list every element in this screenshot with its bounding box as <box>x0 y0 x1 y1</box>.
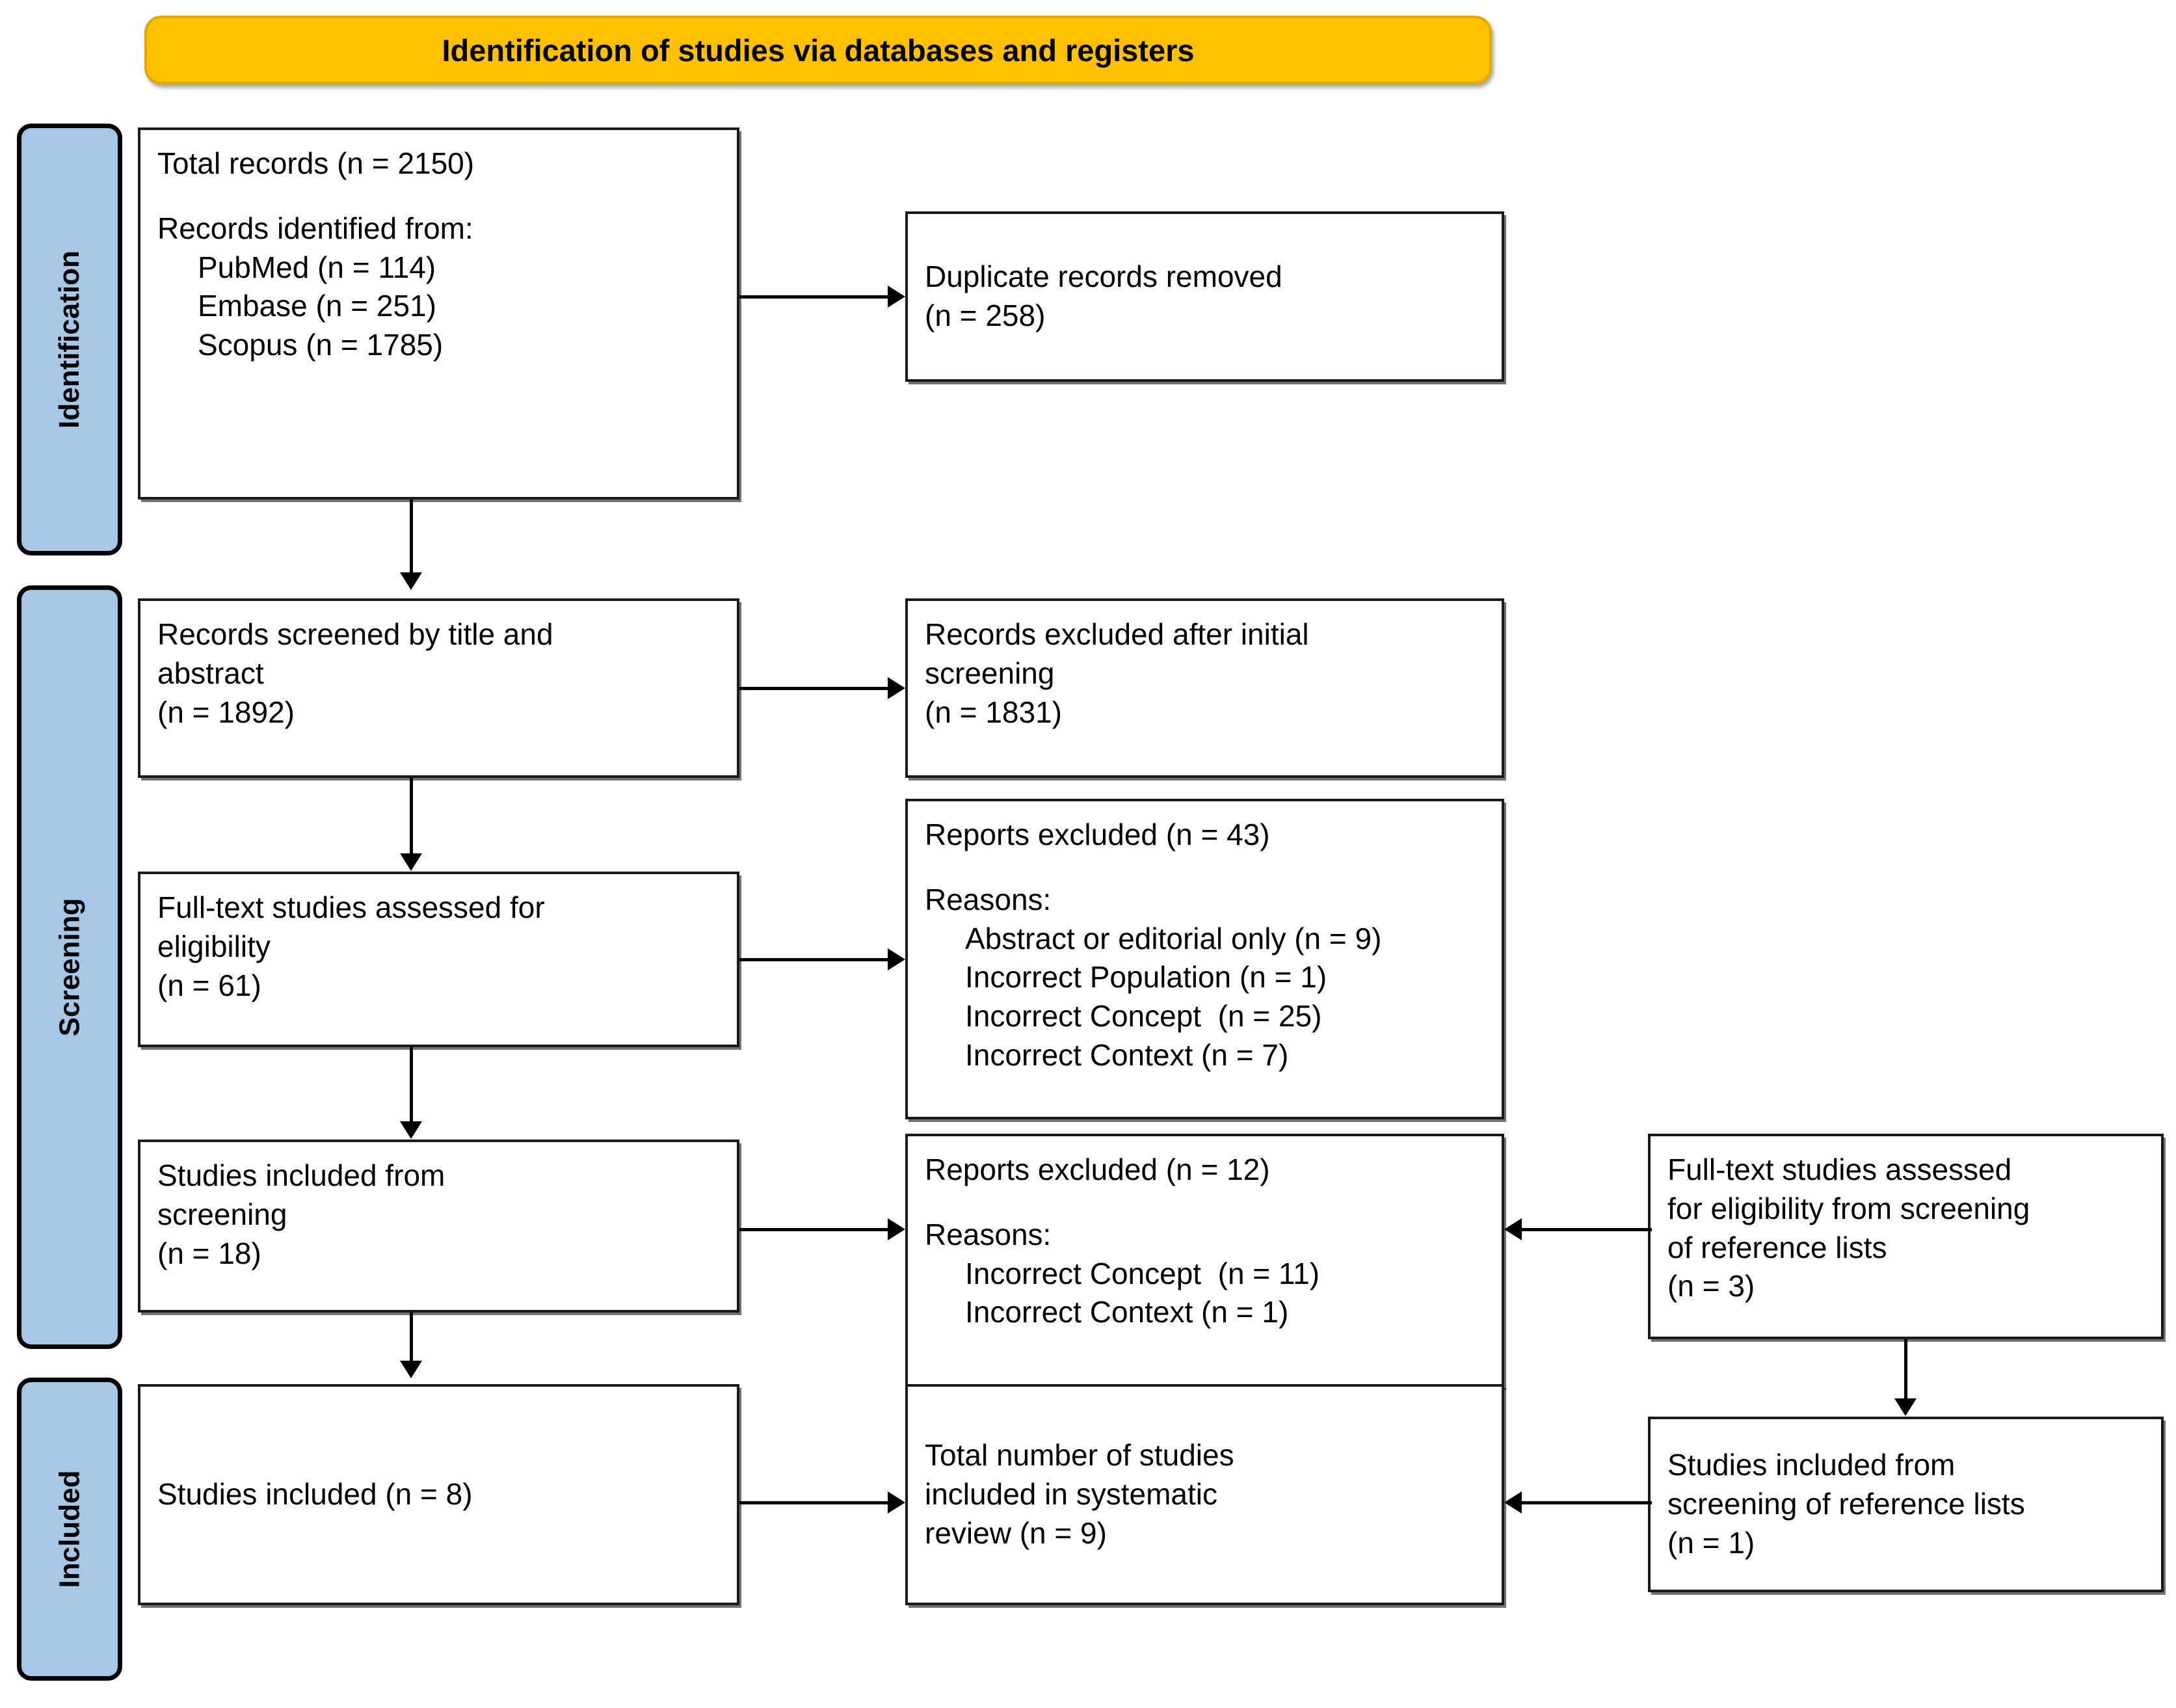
connector-screened-to-fulltext <box>410 778 413 859</box>
box-fulltext-reference-lists: Full-text studies assessed for eligibili… <box>1648 1134 2164 1339</box>
box-records-excluded: Records excluded after initial screening… <box>905 598 1504 778</box>
connector-records-to-screened <box>410 500 413 578</box>
records-excluded-line-1: Records excluded after initial <box>925 617 1309 651</box>
stage-bar-included: Included <box>17 1378 122 1681</box>
box-studies-included-screening: Studies included from screening (n = 18) <box>138 1140 739 1313</box>
box-reports-excluded-12: Reports excluded (n = 12) Reasons: Incor… <box>905 1134 1504 1387</box>
total-records-line-1: Total records (n = 2150) <box>157 146 475 180</box>
studies-screening-line-2: screening <box>157 1197 287 1231</box>
arrow-screened-to-fulltext <box>400 853 422 871</box>
box-total-included-review: Total number of studies included in syst… <box>905 1384 1504 1605</box>
arrow-fulltext-to-reports43 <box>888 948 905 970</box>
reports-excluded-12-line-2: Reasons: <box>925 1217 1052 1251</box>
fulltext-reflists-line-4: (n = 3) <box>1667 1269 1755 1303</box>
box-fulltext-assessed: Full-text studies assessed for eligibili… <box>138 872 739 1047</box>
reports-excluded-43-line-4: Incorrect Population (n = 1) <box>965 960 1327 994</box>
arrow-screened-to-excluded <box>888 677 905 699</box>
fulltext-assessed-line-2: eligibility <box>157 929 271 963</box>
stage-label-identification: Identification <box>53 250 85 429</box>
total-records-line-4: Embase (n = 251) <box>198 289 436 323</box>
reports-excluded-12-line-1: Reports excluded (n = 12) <box>925 1153 1270 1186</box>
studies-screening-line-1: Studies included from <box>157 1158 445 1192</box>
stage-label-screening: Screening <box>53 898 85 1037</box>
connector-included-to-total <box>739 1501 890 1504</box>
total-records-line-3: PubMed (n = 114) <box>198 250 436 284</box>
records-screened-line-3: (n = 1892) <box>157 695 295 729</box>
identification-banner: Identification of studies via databases … <box>144 16 1492 85</box>
connector-studies-to-reports12 <box>739 1228 890 1231</box>
connector-studies-to-included <box>410 1313 413 1366</box>
total-included-line-2: included in systematic <box>925 1477 1217 1512</box>
records-excluded-line-3: (n = 1831) <box>925 695 1062 729</box>
arrow-included-reflists-to-total <box>1504 1491 1522 1514</box>
fulltext-reflists-line-1: Full-text studies assessed <box>1667 1153 2012 1186</box>
arrow-studies-to-reports12 <box>888 1218 905 1240</box>
box-studies-included: Studies included (n = 8) <box>138 1384 739 1605</box>
fulltext-reflists-line-3: of reference lists <box>1667 1230 1887 1264</box>
reports-excluded-43-line-6: Incorrect Context (n = 7) <box>965 1037 1289 1072</box>
connector-reflists-to-reports12 <box>1522 1228 1652 1231</box>
total-records-line-2: Records identified from: <box>157 211 473 245</box>
box-records-screened: Records screened by title and abstract (… <box>138 598 739 778</box>
records-excluded-line-2: screening <box>925 656 1055 690</box>
reports-excluded-43-line-2: Reasons: <box>925 882 1052 916</box>
connector-records-to-duplicates <box>739 295 890 299</box>
fulltext-reflists-line-2: for eligibility from screening <box>1667 1191 2030 1225</box>
duplicates-line-2: (n = 258) <box>925 299 1046 332</box>
arrow-reflists-to-reports12 <box>1504 1218 1522 1240</box>
connector-reflists-down <box>1904 1339 1907 1404</box>
arrow-reflists-down <box>1894 1398 1917 1416</box>
connector-included-reflists-to-total <box>1522 1501 1652 1504</box>
records-screened-line-2: abstract <box>157 656 264 690</box>
stage-bar-screening: Screening <box>17 585 122 1349</box>
fulltext-assessed-line-3: (n = 61) <box>157 968 261 1002</box>
stage-label-included: Included <box>53 1470 85 1588</box>
reports-excluded-43-line-1: Reports excluded (n = 43) <box>925 818 1270 851</box>
fulltext-assessed-line-1: Full-text studies assessed for <box>157 890 545 924</box>
duplicates-line-1: Duplicate records removed <box>925 260 1282 294</box>
records-screened-line-1: Records screened by title and <box>157 617 553 651</box>
banner-title: Identification of studies via databases … <box>442 33 1195 68</box>
studies-included-line-1: Studies included (n = 8) <box>157 1477 473 1512</box>
included-reflists-line-2: screening of reference lists <box>1667 1487 2025 1521</box>
total-records-line-5: Scopus (n = 1785) <box>198 328 444 362</box>
arrow-records-to-screened <box>400 572 422 590</box>
arrow-studies-to-included <box>400 1361 422 1378</box>
box-included-reference-lists: Studies included from screening of refer… <box>1648 1417 2164 1592</box>
arrow-records-to-duplicates <box>888 286 905 308</box>
arrow-included-to-total <box>888 1491 905 1514</box>
box-reports-excluded-43: Reports excluded (n = 43) Reasons: Abstr… <box>905 799 1504 1119</box>
arrow-fulltext-to-studies-screening <box>400 1121 422 1139</box>
connector-fulltext-to-reports43 <box>739 958 890 961</box>
box-total-records: Total records (n = 2150) Records identif… <box>138 127 739 500</box>
stage-bar-identification: Identification <box>17 124 122 555</box>
studies-screening-line-3: (n = 18) <box>157 1236 261 1270</box>
included-reflists-line-1: Studies included from <box>1667 1448 1956 1482</box>
reports-excluded-43-line-3: Abstract or editorial only (n = 9) <box>965 921 1382 955</box>
reports-excluded-12-line-4: Incorrect Context (n = 1) <box>965 1295 1289 1329</box>
total-included-line-3: review (n = 9) <box>925 1515 1107 1550</box>
reports-excluded-43-line-5: Incorrect Concept (n = 25) <box>965 999 1322 1034</box>
total-included-line-1: Total number of studies <box>925 1438 1234 1473</box>
included-reflists-line-3: (n = 1) <box>1667 1525 1755 1560</box>
reports-excluded-12-line-3: Incorrect Concept (n = 11) <box>965 1256 1320 1290</box>
connector-fulltext-to-studies-screening <box>410 1047 413 1127</box>
box-duplicate-records-removed: Duplicate records removed (n = 258) <box>905 211 1504 382</box>
connector-screened-to-excluded <box>739 687 890 690</box>
